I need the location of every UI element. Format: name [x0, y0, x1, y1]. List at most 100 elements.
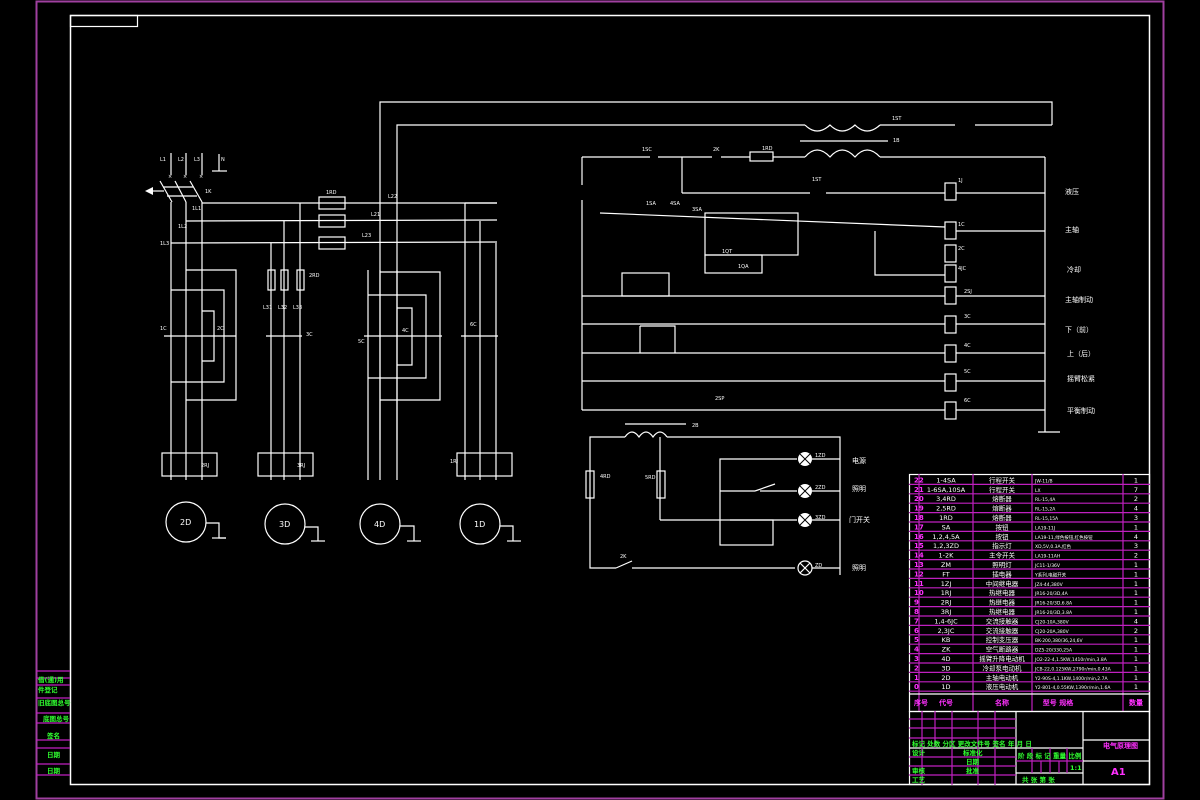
table-cell: 2D — [941, 674, 950, 682]
fuse-1 — [318, 196, 346, 210]
table-cell: 2,5RD — [936, 505, 956, 513]
switch-label: 2K — [620, 554, 627, 560]
aux-wire-label: L32 — [278, 305, 287, 311]
outer-sheet-frame — [35, 0, 1165, 800]
table-cell: 指示灯 — [992, 541, 1012, 550]
sheet-size: A1 — [1111, 767, 1126, 778]
table-cell: 3 — [1134, 542, 1138, 550]
table-cell: 1 — [1134, 561, 1138, 569]
table-cell: 1 — [914, 674, 919, 682]
table-cell: 照明灯 — [992, 560, 1012, 569]
side-item-2: 旧底图总号 — [38, 698, 71, 707]
table-header-cell: 型号 规格 — [1043, 698, 1074, 707]
table-cell: BK-200,380/36,24,6V — [1035, 638, 1083, 644]
table-cell: 1,2,4,5A — [932, 533, 960, 541]
table-cell: RL-15,4A — [1035, 497, 1056, 503]
fuse-3 — [318, 236, 346, 250]
role-review: 审核 — [912, 766, 926, 775]
motor-label: 1D — [474, 520, 485, 529]
table-cell: JO2-22-4,1.5KW,1410r/min,3.8A — [1034, 657, 1108, 663]
table-cell: 按钮 — [996, 522, 1010, 531]
fuse-label: 5RD — [645, 475, 656, 481]
table-cell: 1RD — [939, 514, 953, 522]
table-cell: LA19-11AH — [1035, 554, 1060, 560]
rung-label-brake: 主轴制动 — [1065, 295, 1093, 304]
role-process: 工艺 — [912, 775, 926, 784]
table-cell: 4 — [1134, 617, 1138, 625]
contact-label: 3SA — [692, 207, 702, 213]
table-cell: 9 — [914, 599, 919, 607]
table-cell: LA19-11J — [1035, 525, 1055, 531]
table-cell: 控制变压器 — [986, 635, 1019, 644]
table-header-cell: 序号 — [913, 698, 928, 707]
table-cell: 1-6SA,10SA — [927, 486, 966, 494]
rung-label-hydraulic: 液压 — [1065, 187, 1079, 196]
sheet-info: 共 张 第 张 — [1022, 775, 1055, 784]
table-cell: 1 — [1134, 683, 1138, 691]
aux-wire-label: L31 — [263, 305, 272, 311]
table-cell: 交流接触器 — [986, 626, 1019, 635]
aux-wire-label: L33 — [293, 305, 302, 311]
rung-label-down: 下（前） — [1065, 325, 1093, 334]
table-cell: 17 — [914, 523, 924, 531]
rung-label-arm-clamp: 摇臂松紧 — [1067, 374, 1095, 383]
drawing-name: 电气原理图 — [1103, 741, 1138, 750]
contact-label: 1QA — [738, 264, 749, 270]
relay-label: 3RJ — [297, 463, 305, 469]
table-cell: 0 — [914, 683, 919, 691]
relay-label: 2RJ — [201, 463, 209, 469]
table-cell: 14 — [914, 552, 924, 560]
table-cell: 冷却泵电动机 — [983, 663, 1023, 672]
table-cell: 中间继电器 — [986, 579, 1019, 588]
side-item-0: 借(通)用 — [37, 675, 63, 684]
coil-label: 5C — [964, 369, 971, 375]
table-cell: 1D — [941, 683, 950, 691]
table-cell: 2 — [1134, 552, 1138, 560]
wire-1L3: 1L3 — [160, 241, 169, 247]
table-cell: 1,4-6JC — [934, 617, 958, 625]
contactor-label: 6C — [470, 322, 477, 328]
thermal-relay-2RJ — [161, 452, 218, 477]
transformer-label: 1B — [893, 138, 900, 144]
motor-1D: 1D — [459, 503, 521, 545]
table-cell: RL-15,15A — [1035, 516, 1059, 522]
table-cell: CJ20-10A,380V — [1035, 619, 1070, 625]
table-cell: ZK — [942, 646, 951, 654]
switch-label: 1SC — [642, 147, 652, 153]
revision-header: 标记 处数 分区 更改文件号 签名 年 月 日 — [911, 739, 1032, 748]
table-cell: 4 — [914, 646, 919, 654]
table-cell: KB — [942, 636, 951, 644]
table-cell: 交流接触器 — [986, 616, 1019, 625]
indicator-lamp-icon — [798, 452, 812, 466]
rung-label-up: 上（后） — [1067, 349, 1095, 358]
table-cell: 4D — [941, 655, 950, 663]
table-cell: 1 — [1134, 655, 1138, 663]
coil-label: 2C — [958, 246, 965, 252]
table-cell: JR16-20/3D,4A — [1034, 591, 1069, 597]
table-cell: 3 — [914, 655, 919, 663]
fuse-label: 1RD — [326, 190, 337, 196]
table-cell: 行程开关 — [989, 475, 1016, 484]
table-cell: FT — [942, 570, 950, 578]
indicator-lamp-icon — [798, 513, 812, 527]
rung-label-spindle: 主轴 — [1065, 225, 1079, 234]
side-item-3: 底图总号 — [43, 714, 70, 723]
table-cell: 熔断器 — [992, 513, 1012, 522]
table-cell: Y2-801-4,0.55KW,1390r/min,1.6A — [1034, 685, 1111, 691]
indicator-lamp-icon — [798, 484, 812, 498]
svg-text:×: × — [183, 174, 187, 180]
lamp-label: ZD — [815, 563, 822, 569]
motor-3D: 3D — [264, 503, 325, 545]
coil-label: 2SJ — [964, 289, 972, 295]
table-cell: 21 — [914, 486, 924, 494]
stage-header: 阶 段 标 记 重量 比例 — [1018, 751, 1082, 760]
side-item-5: 日期 — [47, 750, 61, 759]
table-cell: 1RJ — [941, 589, 952, 597]
contact-label: 1ST — [812, 177, 822, 183]
svg-text:×: × — [168, 174, 172, 180]
side-registration-block: 借(通)用 件登记 旧底图总号 底图总号 签名 日期 日期 — [36, 670, 71, 776]
table-cell: 16 — [914, 533, 924, 541]
table-cell: 1 — [1134, 599, 1138, 607]
control-circuit: 1ST 1B 1SC 2K 1RD — [581, 116, 1095, 433]
table-cell: 19 — [914, 505, 924, 513]
